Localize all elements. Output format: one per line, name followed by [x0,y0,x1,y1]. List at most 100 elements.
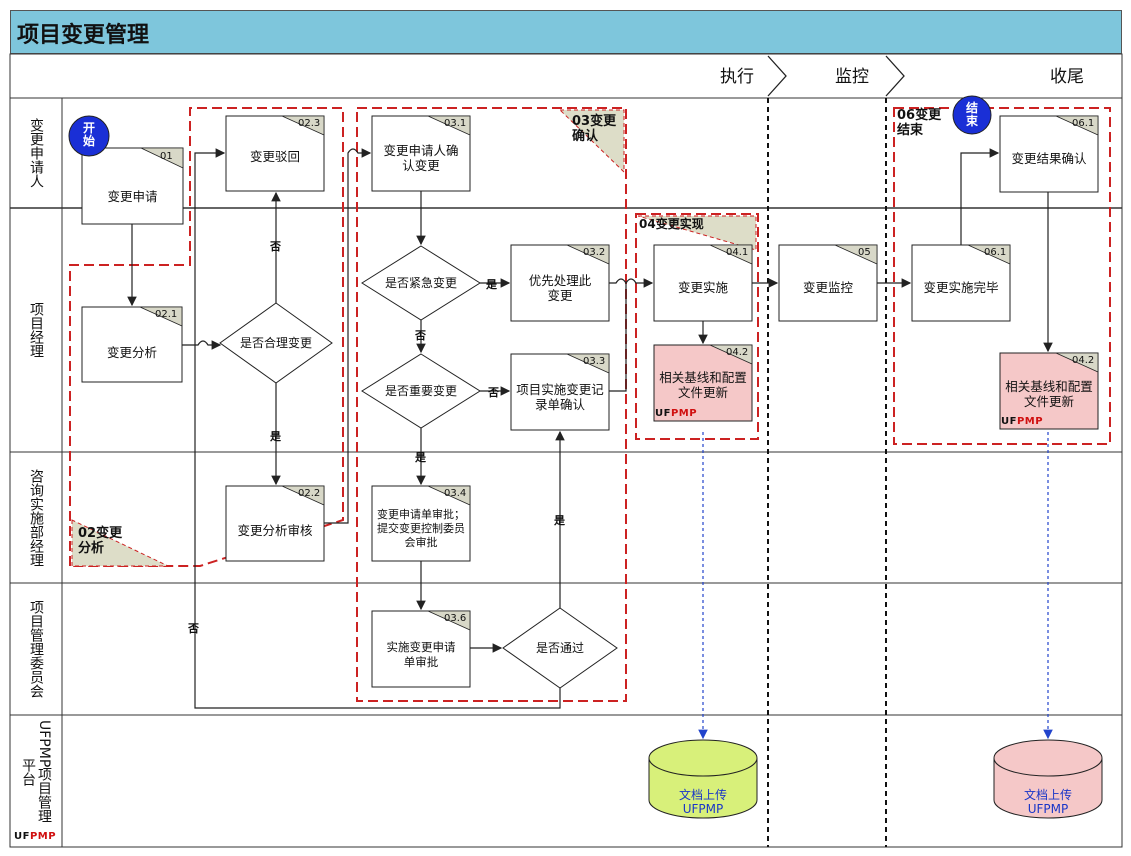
title-bar: 项目变更管理 [10,10,1122,54]
node-042b-code: 04.2 [1072,355,1095,366]
box-036 [371,610,471,688]
node-042b-label: 相关基线和配置文件更新 [1005,379,1093,409]
group-04-boundary [635,213,759,440]
box-061b [999,115,1099,193]
end-circle [952,95,992,135]
node-036-label: 实施变更申请单审批 [386,640,456,669]
group-label-03: 03变更确认 [572,114,617,144]
node-034-code: 03.4 [444,488,467,499]
box-033 [510,353,610,431]
edge-label-major-yes: 是 [415,451,426,464]
node-036-code: 03.6 [444,613,467,624]
node-023-code: 02.3 [298,118,321,129]
node-022-code: 02.2 [298,488,321,499]
lane-label-platform: UFPMP项目管理平台 [20,720,52,824]
node-061-code: 06.1 [984,247,1007,258]
edge-label-pass-yes: 是 [554,514,565,527]
start-label: 开始 [82,121,95,148]
node-031-code: 03.1 [444,118,467,129]
process-boxes [81,115,1099,688]
node-032-code: 03.2 [583,247,606,258]
lane-brand-logo: UFPMP [14,831,57,842]
box-corner-tabs [139,115,1099,631]
lane-label-committee: 项目管理委员会 [28,600,44,698]
decision-diamonds [219,245,618,689]
edge-label-urgent-yes: 是 [486,278,497,291]
decision-major-label: 是否重要变更 [384,383,457,398]
phase-label-close: 收尾 [1050,67,1084,87]
connectors [127,148,1053,709]
storage-cylinders [648,739,1103,819]
group-label-04: 04变更实现 [639,217,704,231]
box-042a [653,344,753,422]
node-032-label: 优先处理此变更 [528,273,592,303]
end-label: 结束 [965,101,978,128]
storage-a-line1: 文档上传 [678,788,727,802]
box-021 [81,306,183,383]
box-05 [778,244,878,322]
node-05-label: 变更监控 [802,279,853,295]
box-023 [225,115,325,192]
node-01-code: 01 [160,151,173,162]
box-061 [911,244,1011,322]
box-032 [510,244,610,322]
node-023-label: 变更驳回 [249,148,300,164]
node-01-label: 变更申请 [107,188,158,204]
group-06-boundary [893,107,1111,445]
node-033-label: 项目实施变更记录单确认 [516,382,604,412]
storage-a-line2: UFPMP [682,802,724,816]
box-022 [225,485,325,562]
box-034 [371,485,471,562]
decision-urgent-label: 是否紧急变更 [384,275,457,290]
group-corner-marks [71,109,757,567]
storage-b-line1: 文档上传 [1023,788,1072,802]
phase-separators [767,98,887,847]
box-01 [81,147,184,225]
group-boundaries [69,107,1111,702]
phase-chevrons [767,55,905,97]
storage-label-a: 文档上传 UFPMP [649,788,757,816]
upload-connectors [698,432,1053,740]
storage-b-line2: UFPMP [1027,802,1069,816]
box-041 [653,244,753,322]
phase-label-execute: 执行 [720,67,754,87]
edge-label-urgent-no: 否 [415,329,426,342]
group-label-06: 06变更结束 [897,108,942,138]
node-042a-code: 04.2 [726,347,749,358]
phase-label-monitor: 监控 [835,67,869,87]
lane-label-requester: 变更申请人 [28,118,44,188]
edge-label-reasonable-yes: 是 [270,430,281,443]
group-02-boundary [69,107,344,567]
edge-label-reasonable-no: 否 [270,240,281,253]
lane-label-consult-manager: 咨询实施部经理 [28,468,44,567]
node-041-label: 变更实施 [677,279,728,295]
node-021-label: 变更分析 [106,344,157,360]
node-041-code: 04.1 [726,247,749,258]
decision-pass-label: 是否通过 [535,640,584,655]
node-021-code: 02.1 [155,309,178,320]
node-061-label: 变更实施完毕 [923,279,999,295]
edge-label-pass-no: 否 [188,622,199,635]
node-033-code: 03.3 [583,356,606,367]
edge-label-major-no: 否 [488,386,499,399]
page-title: 项目变更管理 [17,23,150,48]
group-03-boundary [356,107,627,702]
lane-label-pm: 项目经理 [28,302,44,358]
node-061b-code: 06.1 [1072,118,1095,129]
node-05-code: 05 [858,247,871,258]
diagram-border [9,53,1123,848]
decision-reasonable-label: 是否合理变更 [239,335,312,350]
box-042a-brand: UFPMP [655,408,698,419]
storage-label-b: 文档上传 UFPMP [994,788,1102,816]
node-042a-label: 相关基线和配置文件更新 [659,370,747,400]
start-circle [68,115,110,157]
group-label-02: 02变更分析 [78,526,123,556]
node-061b-label: 变更结果确认 [1011,150,1087,166]
node-022-label: 变更分析审核 [237,523,313,538]
box-031 [371,115,471,192]
box-042b [999,352,1099,430]
box-042b-brand: UFPMP [1001,416,1044,427]
node-034-label: 变更申请单审批；提交变更控制委员会审批 [377,508,465,549]
